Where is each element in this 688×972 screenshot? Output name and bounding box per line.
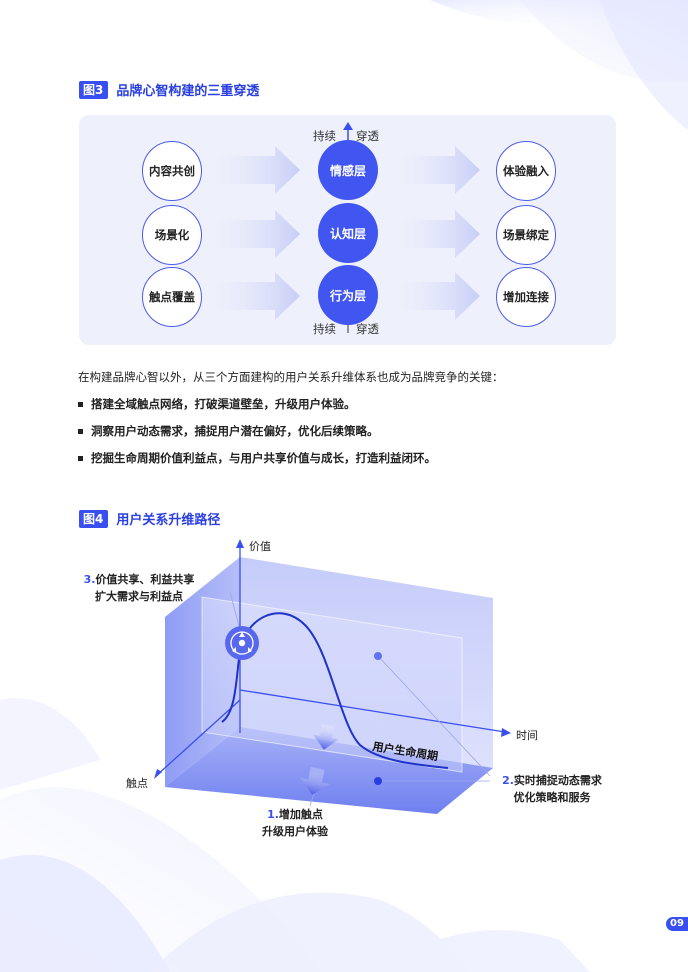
bullet-item-3: 挖掘生命周期价值利益点，与用户共享价值与成长，打造利益闭环。 bbox=[78, 450, 436, 466]
center-layer-cognition: 认知层 bbox=[318, 203, 378, 263]
annotation-3-line1: 价值共享、利益共享 bbox=[95, 573, 195, 586]
annotation-3: 3.价值共享、利益共享 扩大需求与利益点 bbox=[74, 571, 204, 605]
bottom-label-continuous: 持续 bbox=[313, 322, 336, 336]
annotation-1-line1: 增加触点 bbox=[278, 808, 323, 821]
right-item-scene-binding: 场景绑定 bbox=[496, 205, 556, 265]
figure-4-caption: 用户关系升维路径 bbox=[116, 513, 221, 528]
top-label-penetrate: 穿透 bbox=[356, 129, 379, 143]
center-layer-behavior: 行为层 bbox=[318, 265, 378, 325]
bullet-item-2: 洞察用户动态需求，捕捉用户潜在偏好，优化后续策略。 bbox=[78, 423, 379, 439]
figure-3-title: 图3 品牌心智构建的三重穿透 bbox=[79, 80, 259, 99]
axis-label-touchpoint: 触点 bbox=[126, 777, 148, 790]
intro-paragraph: 在构建品牌心智以外，从三个方面建构的用户关系升维体系也成为品牌竞争的关键： bbox=[78, 370, 504, 384]
top-label-continuous: 持续 bbox=[313, 129, 336, 143]
annotation-2-number: 2. bbox=[502, 774, 514, 787]
center-layer-emotion: 情感层 bbox=[318, 140, 378, 200]
annotation-1-line2: 升级用户体验 bbox=[262, 825, 328, 838]
left-item-scenario: 场景化 bbox=[142, 205, 202, 265]
annotation-3-line2: 扩大需求与利益点 bbox=[95, 590, 183, 603]
figure-3-tag: 图3 bbox=[79, 80, 109, 99]
annotation-2: 2.实时捕捉动态需求 优化策略和服务 bbox=[487, 772, 617, 806]
right-item-connection: 增加连接 bbox=[496, 267, 556, 327]
annotation-2-line1: 实时捕捉动态需求 bbox=[513, 774, 602, 787]
annotation-1-number: 1. bbox=[267, 808, 279, 821]
left-item-touchpoint-coverage: 触点覆盖 bbox=[142, 267, 202, 327]
page-number-badge: 09 bbox=[666, 917, 688, 931]
bottom-label-penetrate: 穿透 bbox=[356, 322, 379, 336]
figure-4-tag: 图4 bbox=[79, 509, 109, 528]
figure-4-title: 图4 用户关系升维路径 bbox=[79, 509, 220, 528]
axis-label-value: 价值 bbox=[249, 540, 271, 553]
annotation-3-number: 3. bbox=[83, 573, 96, 586]
bullet-item-1: 搭建全域触点网络，打破渠道壁垒，升级用户体验。 bbox=[78, 396, 356, 412]
annotation-2-line2: 优化策略和服务 bbox=[513, 791, 591, 804]
figure-3-caption: 品牌心智构建的三重穿透 bbox=[116, 84, 260, 99]
annotation-1: 1.增加触点 升级用户体验 bbox=[240, 806, 350, 840]
left-item-content-cocreation: 内容共创 bbox=[142, 141, 202, 201]
axis-label-time: 时间 bbox=[516, 729, 538, 742]
right-item-experience: 体验融入 bbox=[496, 141, 556, 201]
